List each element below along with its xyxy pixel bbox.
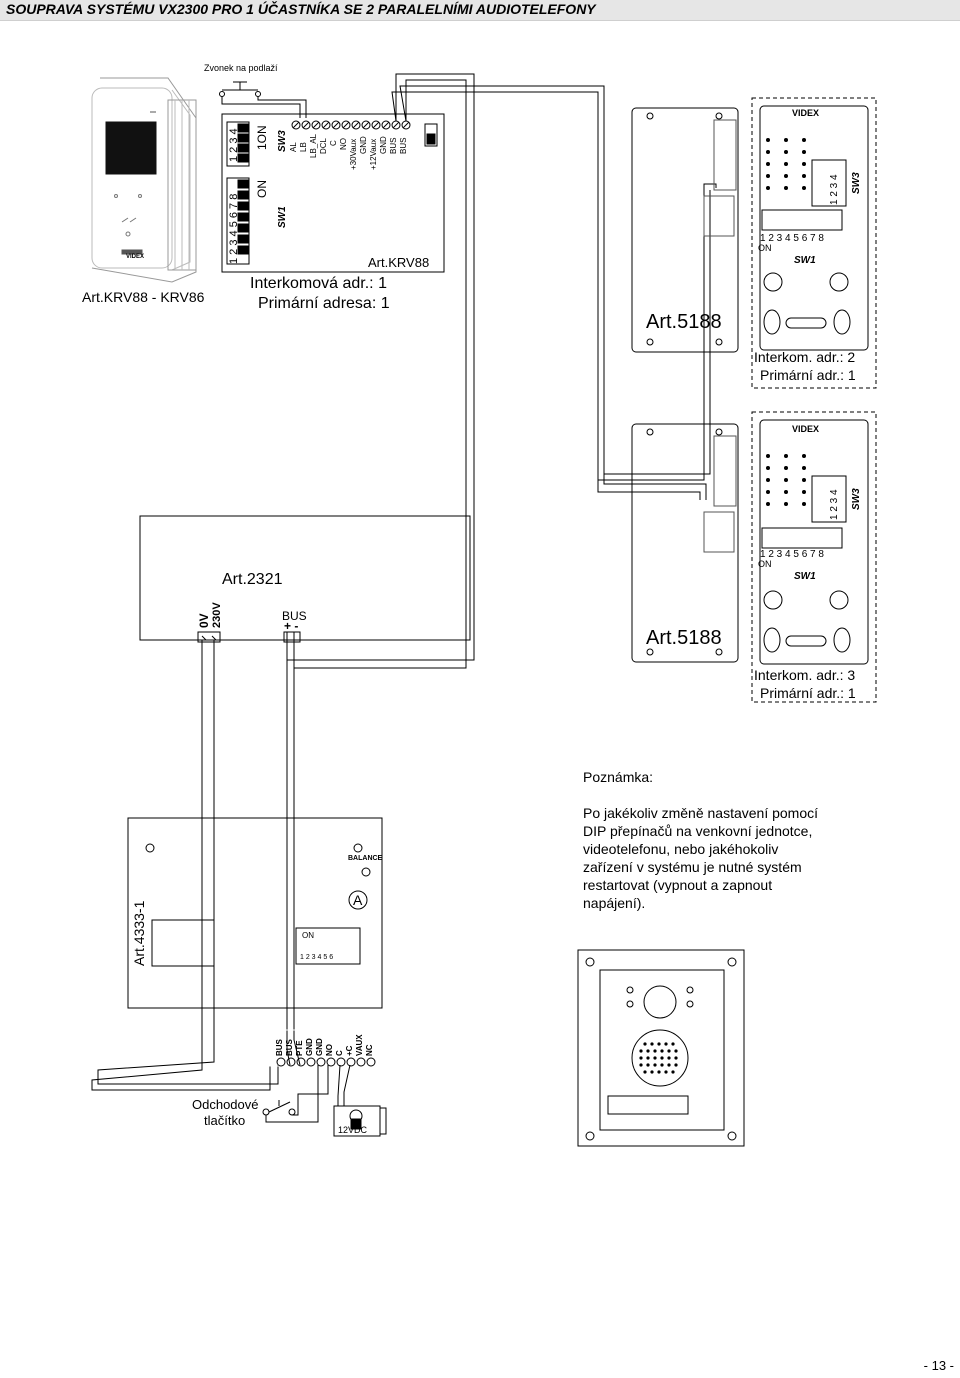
door-module-terminal-gnd1: GND: [305, 1038, 314, 1056]
power-supply-230v: 230V: [211, 602, 223, 628]
handset1-sw3-numbers: 1 2 3 4: [829, 174, 840, 205]
door-module-terminal-pte: PTE: [295, 1040, 304, 1056]
door-module-dip-numbers: 1 2 3 4 5 6: [300, 954, 334, 961]
krv88-intercom-addr: Interkomová adr.: 1: [250, 275, 387, 292]
note-line-4: zařízení v systému je nutné systém: [583, 859, 802, 875]
monitor-outline: [91, 77, 197, 283]
lock-symbol: [333, 1064, 387, 1137]
handset2-sw3-numbers: 1 2 3 4: [829, 489, 840, 520]
krv88-art-label: Art.KRV88: [368, 255, 430, 270]
handset2-on-label: ON: [758, 559, 772, 569]
door-module-terminal-c: C: [335, 1050, 344, 1056]
door-module-terminal-bus2: BUS: [285, 1039, 294, 1056]
krv88-primary-addr: Primární adresa: 1: [258, 295, 390, 312]
handset1-outline: [631, 97, 877, 389]
exit-button-label-2: tlačítko: [204, 1113, 246, 1128]
door-module-terminal-gnd2: GND: [315, 1038, 324, 1056]
handset2-art-label: Art.5188: [646, 627, 722, 649]
monitor-model-label: Art.KRV88 - KRV86: [82, 289, 205, 305]
door-module-terminals: [276, 1057, 376, 1067]
handset1-brand: VIDEX: [792, 108, 820, 118]
handset2-sw1-numbers: 1 2 3 4 5 6 7 8: [760, 549, 824, 560]
krv88-terminal-30vaux: +30Vaux: [349, 138, 358, 170]
page-number: - 13 -: [923, 1358, 954, 1373]
note-line-1: Po jakékoliv změně nastavení pomocí: [583, 805, 819, 821]
bus-wires: [91, 73, 717, 1091]
handset2-brand: VIDEX: [792, 424, 820, 434]
door-module-terminal-nc: NC: [365, 1044, 374, 1056]
krv88-terminal-bus1: BUS: [389, 137, 398, 154]
krv88-terminal-lb-al: LB_AL: [309, 133, 318, 158]
power-supply-bus-label: BUS: [282, 609, 307, 623]
power-supply-polarity: + -: [284, 619, 299, 633]
handset2-sw3-label: SW3: [851, 488, 862, 510]
handset1-art-label: Art.5188: [646, 311, 722, 333]
page-title: SOUPRAVA SYSTÉMU VX2300 PRO 1 ÚČASTNÍKA …: [6, 1, 596, 17]
door-module-dip-on: ON: [302, 931, 314, 940]
door-module-art-label: Art.4333-1: [131, 900, 147, 966]
handset1-sw1-label: SW1: [794, 255, 816, 266]
handset1-on-label: ON: [758, 243, 772, 253]
door-module-terminal-plus-c: +C: [345, 1045, 354, 1056]
krv88-terminal-al: AL: [289, 142, 298, 152]
note-line-3: videotelefonu, nebo jakéhokoliv: [583, 841, 779, 857]
krv88-terminal-no: NO: [339, 138, 348, 150]
handset1-sw3-label: SW3: [851, 172, 862, 194]
krv88-on-label: ON: [255, 180, 269, 198]
handset2-intercom-addr: Interkom. adr.: 3: [754, 667, 856, 683]
krv88-terminal-lb: LB: [299, 142, 308, 152]
krv88-sw1-label: SW1: [277, 206, 288, 228]
krv88-sw3-label: SW3: [277, 130, 288, 152]
speaker-grille: [639, 1042, 678, 1074]
handset1-primary-addr: Primární adr.: 1: [760, 367, 856, 383]
handset2-sw1-label: SW1: [794, 571, 816, 582]
krv88-terminal-gnd1: GND: [359, 136, 368, 154]
doorbell-button: [219, 81, 307, 118]
note-title: Poznámka:: [583, 769, 654, 785]
doorbell-label: Zvonek na podlaží: [204, 63, 278, 73]
krv88-sw1-numbers: 1 2 3 4 5 6 7 8: [228, 193, 240, 264]
exit-button-label-1: Odchodové: [192, 1097, 259, 1112]
outdoor-panel-outline: [577, 949, 745, 1147]
krv88-terminal-gnd2: GND: [379, 136, 388, 154]
lock-voltage-label: 12VDC: [338, 1125, 368, 1135]
note-line-5: restartovat (vypnout a zapnout: [583, 877, 773, 893]
krv88-terminal-c: C: [329, 140, 338, 146]
krv88-board: [221, 113, 445, 273]
note-line-2: DIP přepínačů na venkovní jednotce,: [583, 823, 813, 839]
exit-button-symbol: [262, 1065, 329, 1123]
note-line-6: napájení).: [583, 895, 646, 911]
power-supply-0v: 0V: [197, 613, 211, 628]
handset2-primary-addr: Primární adr.: 1: [760, 685, 856, 701]
krv88-sw3-numbers: 1 2 3 4: [228, 128, 240, 162]
door-module-terminal-bus1: BUS: [275, 1039, 284, 1056]
krv88-terminal-12vaux: +12Vaux: [369, 138, 378, 170]
door-module-terminal-no: NO: [325, 1044, 334, 1056]
door-module-a-label: A: [353, 892, 363, 908]
door-module-balance-label: BALANCE: [348, 855, 383, 862]
power-supply-outline: [139, 515, 471, 643]
header-bar: SOUPRAVA SYSTÉMU VX2300 PRO 1 ÚČASTNÍKA …: [0, 0, 960, 21]
krv88-sw3-on-label: 1ON: [255, 125, 269, 150]
door-module-outline: [127, 817, 383, 1067]
power-supply-art-label: Art.2321: [222, 571, 283, 588]
handset1-intercom-addr: Interkom. adr.: 2: [754, 349, 856, 365]
door-module-terminal-vaux: VAUX: [355, 1034, 364, 1056]
handset1-sw1-numbers: 1 2 3 4 5 6 7 8: [760, 233, 824, 244]
handset2-outline: [631, 411, 877, 703]
krv88-terminal-bus2: BUS: [399, 137, 408, 154]
handset-dots: [766, 138, 806, 506]
krv88-terminal-dcl: DCL: [319, 137, 328, 154]
monitor-brand: VIDEX: [126, 254, 145, 260]
